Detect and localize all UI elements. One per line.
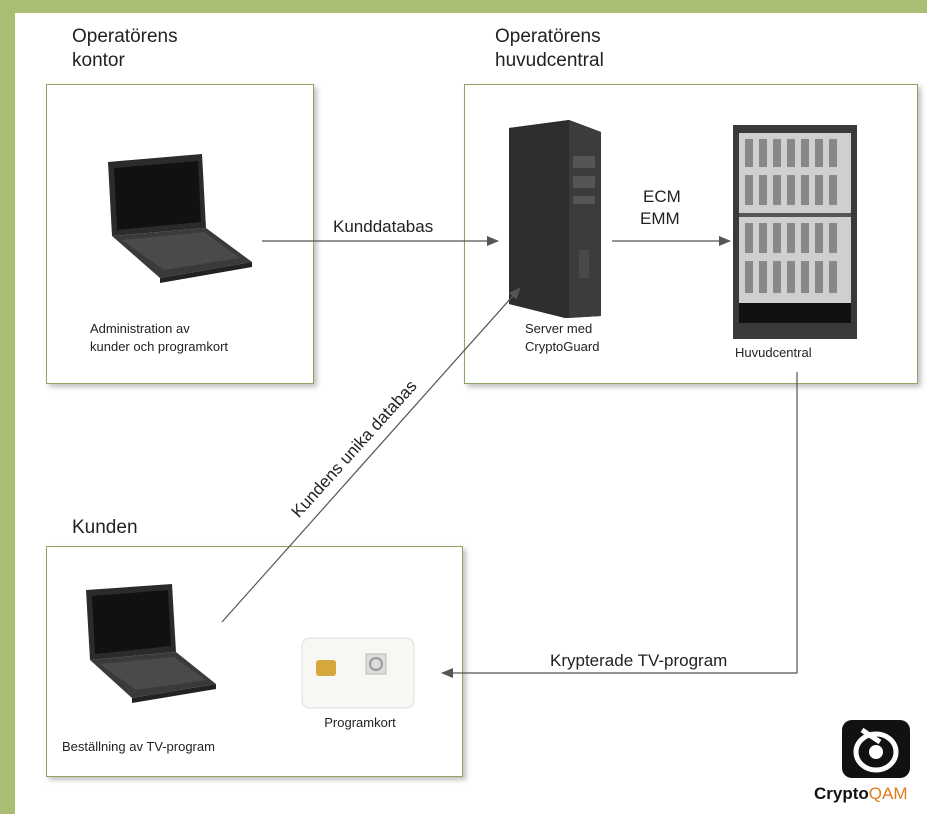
logo-crypto: Crypto	[814, 784, 869, 803]
unique-db-arrow	[221, 287, 521, 623]
server-caption-line1: Server med	[525, 321, 593, 336]
encrypted-arrow	[441, 372, 798, 678]
admin-caption-line1: Administration av	[90, 321, 190, 336]
smartcard-icon	[301, 637, 415, 709]
cryptoqam-logo-text: CryptoQAM	[814, 784, 908, 804]
order-caption: Beställning av TV-program	[62, 739, 215, 754]
ecm-label: ECM	[643, 187, 681, 206]
customer-db-label: Kunddatabas	[333, 217, 434, 236]
frame-top	[0, 0, 927, 13]
server-caption-line2: CryptoGuard	[525, 339, 600, 354]
admin-caption: Administration av kunder och programkort	[90, 320, 280, 356]
office-title: Operatörens kontor	[72, 25, 178, 73]
server-caption: Server med CryptoGuard	[525, 320, 615, 356]
encrypted-label: Krypterade TV-program	[550, 651, 728, 670]
smartcard-caption: Programkort	[324, 715, 396, 730]
headend-title-line2: huvudcentral	[495, 50, 604, 71]
office-title-line2: kontor	[72, 50, 125, 71]
headend-title: Operatörens huvudcentral	[495, 25, 604, 73]
cryptoqam-logo-icon	[842, 720, 910, 778]
rack-icon	[733, 125, 857, 339]
logo-qam: QAM	[868, 784, 908, 803]
laptop-icon	[86, 584, 216, 703]
headend-caption: Huvudcentral	[735, 345, 812, 360]
server-icon	[509, 120, 601, 318]
admin-caption-line2: kunder och programkort	[90, 339, 229, 354]
office-title-line1: Operatörens	[72, 26, 178, 47]
frame-left	[0, 0, 15, 814]
emm-label: EMM	[640, 209, 680, 228]
laptop-icon	[108, 154, 252, 283]
customer-title: Kunden	[72, 517, 138, 538]
headend-title-line1: Operatörens	[495, 26, 601, 47]
